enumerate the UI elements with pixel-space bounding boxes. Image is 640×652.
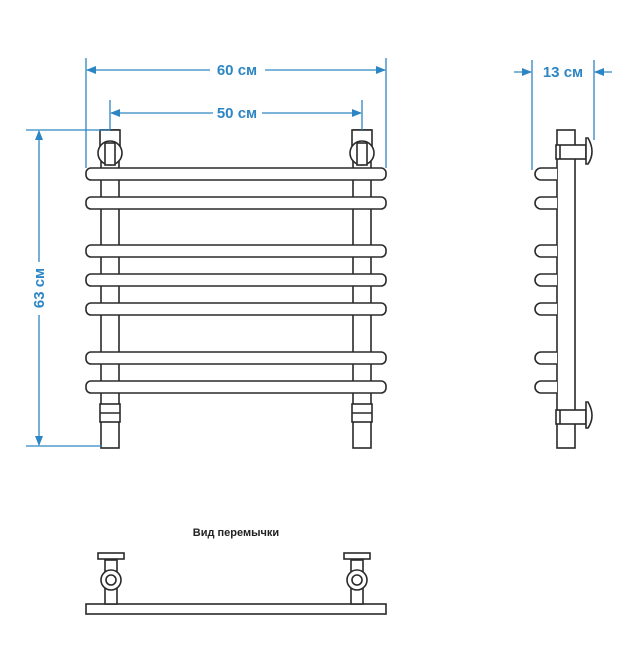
side-rung-cap (534, 196, 557, 210)
bridge-left-fitting (97, 552, 125, 605)
side-rung-cap (534, 273, 557, 287)
center-distance-label: 50 см (217, 105, 257, 122)
bridge-view-caption: Вид перемычки (193, 527, 279, 539)
side-rung-cap (534, 351, 557, 365)
front-rung (85, 196, 387, 210)
side-bottom-bracket (555, 401, 593, 429)
left-bottom-coupling (99, 403, 121, 423)
front-rung (85, 167, 387, 181)
front-rungs (85, 167, 387, 394)
right-bottom-coupling (351, 403, 373, 423)
front-rung (85, 351, 387, 365)
right-top-mount (349, 129, 375, 166)
side-top-bracket (555, 137, 593, 165)
side-dimensions (514, 60, 612, 170)
bridge-right-fitting (343, 552, 371, 605)
side-rung-cap (534, 380, 557, 394)
side-vertical-pipe (556, 129, 576, 449)
front-rung (85, 273, 387, 287)
side-rung-cap (534, 167, 557, 181)
front-rung (85, 380, 387, 394)
side-rung-cap (534, 244, 557, 258)
front-rung (85, 244, 387, 258)
side-rung-cap (534, 302, 557, 316)
bridge-bar (85, 603, 387, 615)
front-dimensions (26, 58, 387, 447)
bridge-view (85, 552, 387, 615)
side-rungs (534, 167, 557, 394)
left-top-mount (97, 129, 123, 166)
overall-width-label: 60 см (217, 62, 257, 79)
depth-label: 13 см (543, 64, 583, 81)
front-view (85, 129, 387, 449)
side-view (534, 129, 593, 449)
front-rung (85, 302, 387, 316)
height-label: 63 см (31, 268, 48, 308)
